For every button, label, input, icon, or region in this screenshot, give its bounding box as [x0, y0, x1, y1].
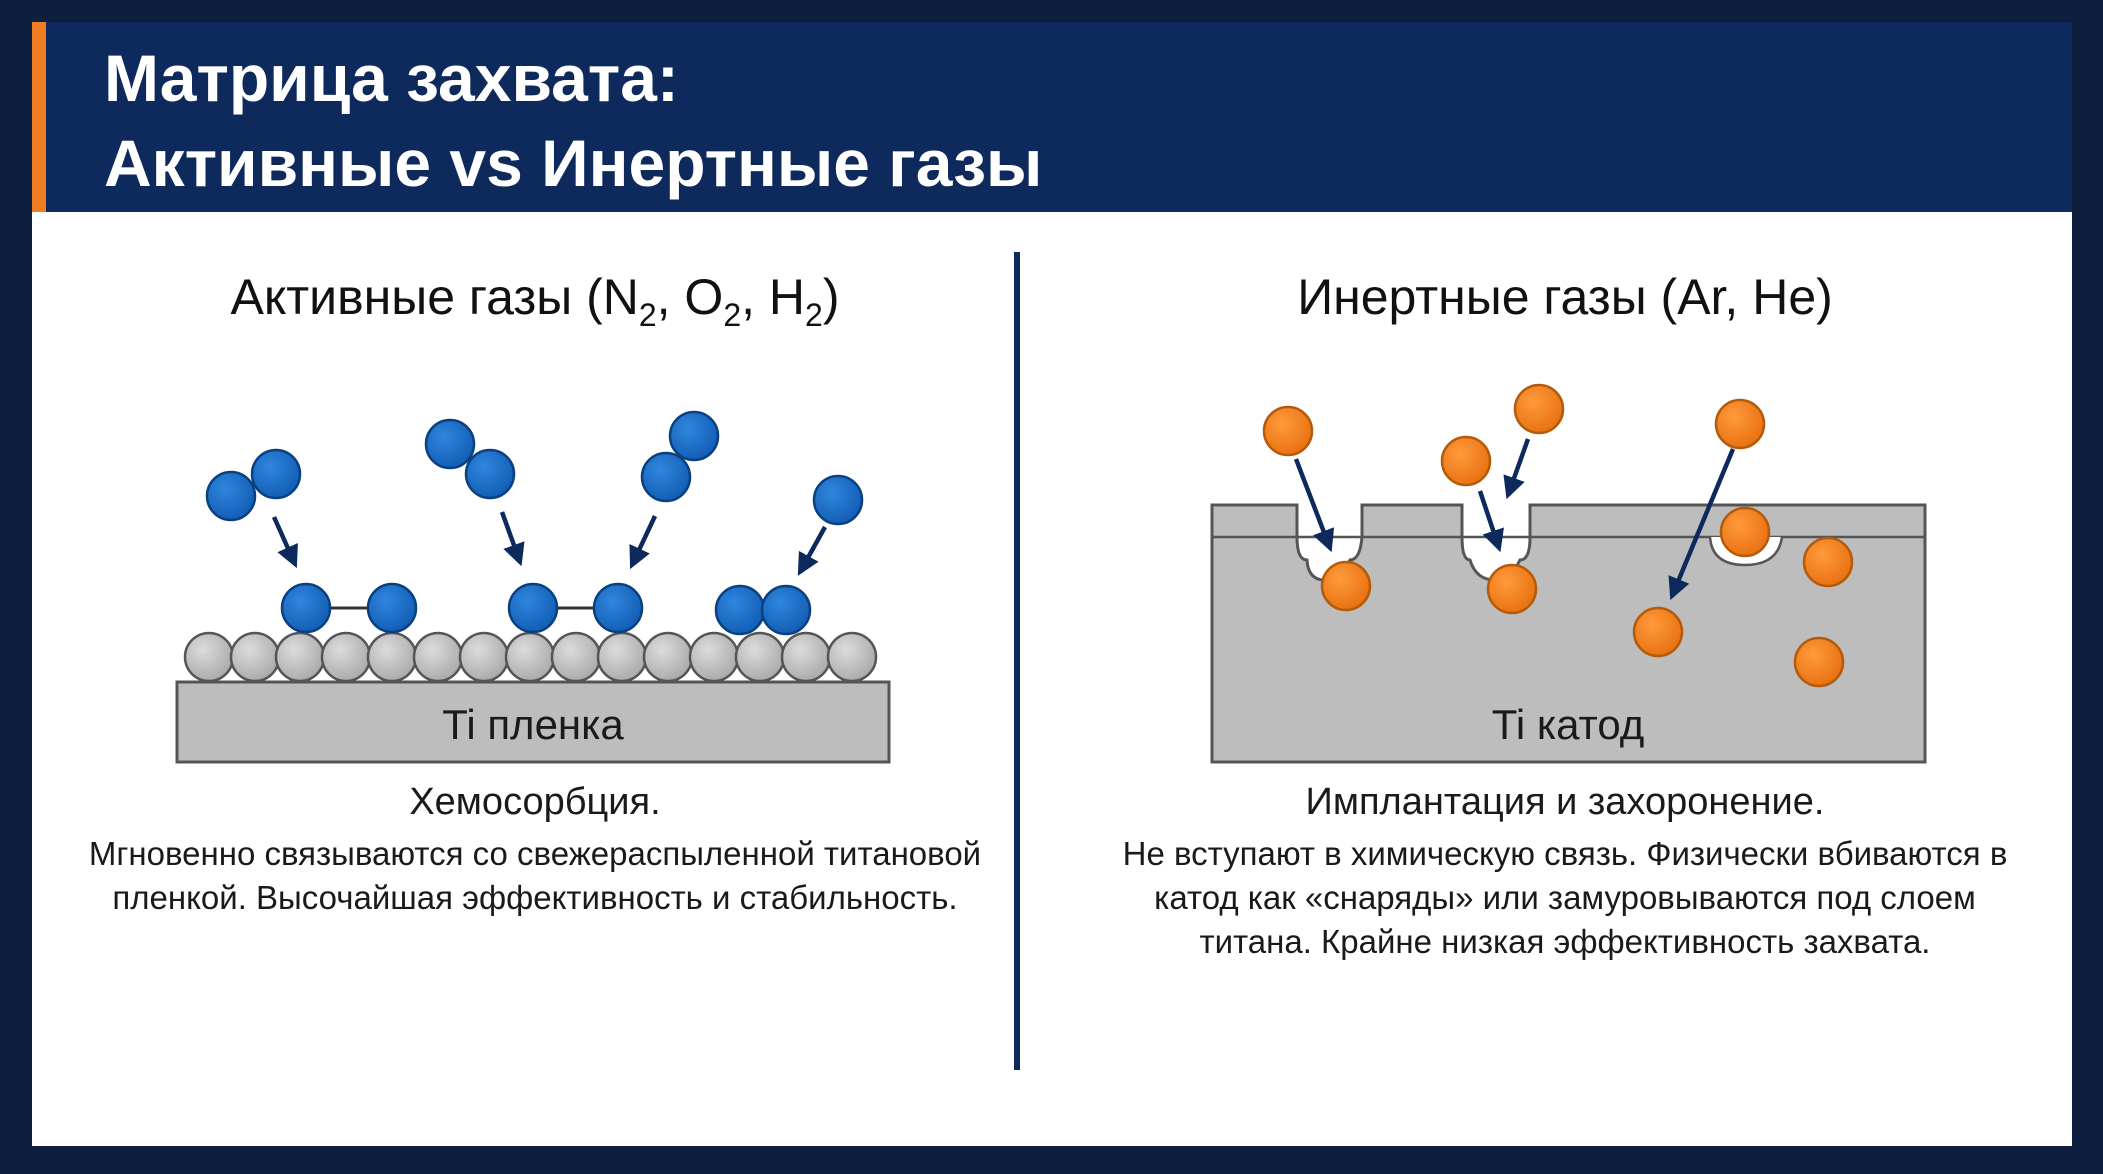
page-title: Матрица захвата: Активные vs Инертные га…	[104, 36, 1042, 206]
ti-atom	[780, 631, 832, 683]
inert-diagram: Ti катод	[1210, 383, 1927, 764]
adsorption-arrow	[499, 511, 525, 567]
gas-molecule-atom	[205, 470, 257, 522]
gas-molecule-atom	[250, 448, 302, 500]
ti-atom	[320, 631, 372, 683]
inert-atom-implanted	[1320, 560, 1372, 612]
ti-film-label: Ti пленка	[442, 701, 624, 748]
inert-caption-body: Не вступают в химическую связь. Физическ…	[1122, 835, 2008, 960]
inert-atom-implanted	[1486, 563, 1538, 615]
implantation-arrow	[1503, 438, 1531, 500]
adsorbed-atom	[507, 582, 559, 634]
gas-n-symbol: N	[602, 269, 639, 325]
header-accent-bar	[32, 22, 46, 212]
falling-molecules	[205, 410, 864, 526]
inert-atoms	[1262, 383, 1854, 688]
gas-molecule-atom	[640, 451, 692, 503]
active-title-prefix: Активные газы (	[230, 269, 603, 325]
gas-molecule-atom	[668, 410, 720, 462]
adsorption-arrows	[271, 511, 827, 576]
active-caption-heading: Хемосорбция.	[409, 781, 661, 823]
ti-atom	[550, 631, 602, 683]
ti-atom	[366, 631, 418, 683]
title-separator: ,	[741, 269, 769, 325]
active-diagram: Ti пленка	[175, 410, 891, 764]
ti-atom	[596, 631, 648, 683]
implantation-arrow	[1477, 490, 1504, 553]
ti-cathode-label: Ti катод	[1492, 701, 1645, 748]
ti-atom	[504, 631, 556, 683]
implantation-arrow	[1293, 458, 1335, 553]
gas-n-subscript: 2	[638, 297, 657, 333]
gas-molecule-atom	[464, 448, 516, 500]
gas-molecule-atom	[424, 418, 476, 470]
inert-atom-incoming	[1262, 405, 1314, 457]
implantation-arrow	[1668, 448, 1736, 601]
adsorption-arrow	[629, 515, 658, 570]
inert-atom-incoming	[1513, 383, 1565, 435]
gas-molecule-atom	[812, 474, 864, 526]
ti-atom	[826, 631, 878, 683]
ti-atom	[183, 631, 235, 683]
header-banner: Матрица захвата: Активные vs Инертные га…	[32, 22, 2072, 212]
active-title-suffix: )	[822, 269, 840, 325]
adsorption-arrow	[797, 525, 827, 576]
adsorbed-atom	[714, 584, 766, 636]
adsorbed-atom	[760, 584, 812, 636]
implantation-arrows	[1293, 438, 1736, 601]
inert-atom-buried	[1793, 636, 1845, 688]
active-caption: Хемосорбция. Мгновенно связываются со св…	[85, 778, 985, 920]
ti-atom	[458, 631, 510, 683]
gas-o-symbol: O	[684, 269, 724, 325]
gas-o-subscript: 2	[723, 297, 742, 333]
ti-atom	[229, 631, 281, 683]
inert-atom-implanted	[1632, 606, 1684, 658]
title-line-2: Активные vs Инертные газы	[104, 126, 1043, 200]
inert-atom-incoming	[1440, 435, 1492, 487]
inert-atom-buried	[1802, 536, 1854, 588]
adsorbed-atom	[366, 582, 418, 634]
adsorbed-atom	[592, 582, 644, 634]
inert-gases-title: Инертные газы (Ar, He)	[1297, 269, 1833, 325]
active-caption-body: Мгновенно связываются со свежераспыленно…	[88, 835, 982, 916]
title-line-1: Матрица захвата:	[104, 41, 679, 115]
inert-atom-buried	[1719, 506, 1771, 558]
gas-h-symbol: H	[768, 269, 806, 325]
title-separator: ,	[656, 269, 685, 325]
panel-divider	[1014, 252, 1020, 1070]
ti-atom	[412, 631, 464, 683]
inert-caption: Имплантация и захоронение. Не вступают в…	[1115, 778, 2015, 964]
ti-atom	[688, 631, 740, 683]
ti-film-substrate	[175, 680, 891, 764]
ti-atom-row	[183, 631, 878, 683]
ti-atom	[734, 631, 786, 683]
ti-atom	[642, 631, 694, 683]
inert-atom-incoming	[1714, 398, 1766, 450]
active-gases-title: Активные газы (N2, O2, H2)	[85, 268, 985, 331]
inert-caption-heading: Имплантация и захоронение.	[1305, 781, 1825, 823]
gas-h-subscript: 2	[805, 297, 823, 333]
ti-atom	[274, 631, 326, 683]
adsorbed-molecules	[280, 582, 812, 636]
adsorbed-atom	[280, 582, 332, 634]
adsorption-arrow	[271, 516, 298, 569]
